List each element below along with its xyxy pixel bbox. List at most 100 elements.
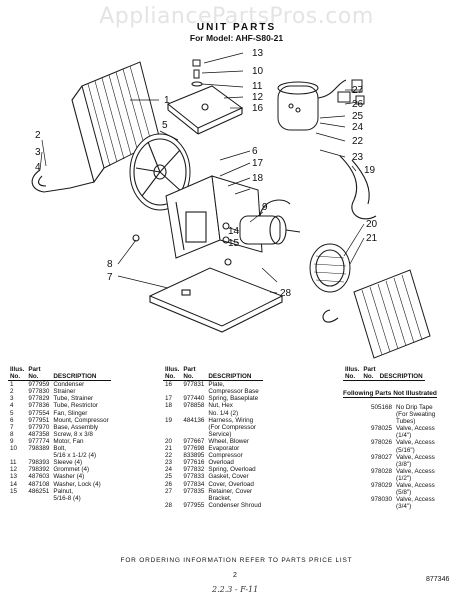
description: Washer, Lock (4) [53, 480, 101, 488]
col-header-illus: Illus. No. [163, 366, 182, 382]
callout-label: 7 [107, 272, 113, 283]
part-no: 977831 [183, 381, 205, 389]
fan-motor [239, 199, 301, 245]
callout-label: 27 [352, 85, 364, 96]
part-no: 977833 [183, 473, 205, 481]
description: Screw, 8 x 3/8 [53, 430, 93, 438]
illus-no: 3 [10, 395, 14, 403]
callout-label: 3 [35, 147, 41, 158]
drain-pan [148, 267, 284, 333]
callout-label: 6 [252, 146, 258, 157]
part-no: 977836 [28, 402, 50, 410]
part-no: 977959 [28, 381, 50, 389]
illus-no: 27 [165, 487, 173, 495]
part-no: 977970 [28, 423, 50, 431]
description: Valve, Access (3/8") [396, 453, 435, 468]
description: Washer (4) [53, 473, 85, 481]
part-no: 977774 [28, 437, 50, 445]
part-no: 977835 [183, 487, 205, 495]
illus-no: 21 [165, 445, 173, 453]
description: Palnut, 5/16-8 (4) [53, 487, 81, 502]
part-no: 978026 [371, 439, 393, 447]
part-no: 977698 [183, 445, 205, 453]
callout-label: 18 [252, 173, 264, 184]
part-no: 487603 [28, 473, 50, 481]
description: Cover, Overload [208, 480, 254, 488]
col-header-illus: Illus. No. [8, 366, 27, 382]
description: Strainer [53, 388, 76, 396]
description: Tube, Strainer [53, 395, 94, 403]
part-no: 977834 [183, 480, 205, 488]
slinger-fan [129, 133, 191, 211]
illus-no: 9 [10, 437, 14, 445]
part-no: 977829 [28, 395, 50, 403]
illus-no: 6 [10, 416, 14, 424]
evaporator-coil [322, 269, 431, 359]
description: Plate, Compressor Base [208, 381, 259, 396]
illus-no: 5 [10, 409, 14, 417]
overload-cover-parts [337, 79, 365, 105]
description: No Drip Tape (For Sweating Tubes) [396, 404, 436, 426]
illus-no: 8 [10, 430, 14, 438]
part-no: 977554 [28, 409, 50, 417]
description: Harness, Wiring (For Compressor Service) [208, 416, 256, 438]
part-no: 978030 [371, 496, 393, 504]
strainer-tube [31, 169, 95, 193]
illus-no: 28 [165, 501, 173, 509]
description: Mount, Compressor [53, 416, 109, 424]
illus-no: 24 [165, 466, 173, 474]
callout-label: 20 [366, 219, 378, 230]
part-no: 978028 [371, 467, 393, 475]
callout-label: 9 [262, 202, 268, 213]
description: Condenser Shroud [208, 501, 262, 509]
wiring-harness [339, 155, 377, 220]
illus-no: 17 [165, 395, 173, 403]
description: Fan, Slinger [53, 409, 88, 417]
callout-label: 21 [366, 233, 378, 244]
part-no: 977951 [28, 416, 50, 424]
illus-no: 19 [165, 416, 173, 424]
illus-no: 23 [165, 459, 173, 467]
callout-label: 22 [352, 136, 364, 147]
illus-no: 13 [10, 473, 18, 481]
illus-no: 7 [10, 423, 14, 431]
description: Gasket, Cover [208, 473, 249, 481]
part-no: 798389 [28, 445, 50, 453]
part-no: 487108 [28, 480, 50, 488]
callout-label: 11 [252, 81, 263, 92]
ordering-info: FOR ORDERING INFORMATION REFER TO PARTS … [120, 557, 353, 564]
description: Base, Assembly [53, 423, 99, 431]
condenser-coil [71, 61, 161, 184]
illus-no: 22 [165, 452, 173, 460]
part-no: 505168 [371, 404, 393, 411]
col-header-part: Part No. [361, 366, 378, 382]
compressor-base-plate [167, 85, 243, 135]
description: Overload [208, 459, 234, 467]
illus-no: 14 [10, 480, 18, 488]
callout-label: 8 [107, 259, 113, 270]
description: Evaporator [208, 445, 240, 453]
callout-label: 23 [352, 152, 364, 163]
illus-no: 12 [10, 466, 18, 474]
